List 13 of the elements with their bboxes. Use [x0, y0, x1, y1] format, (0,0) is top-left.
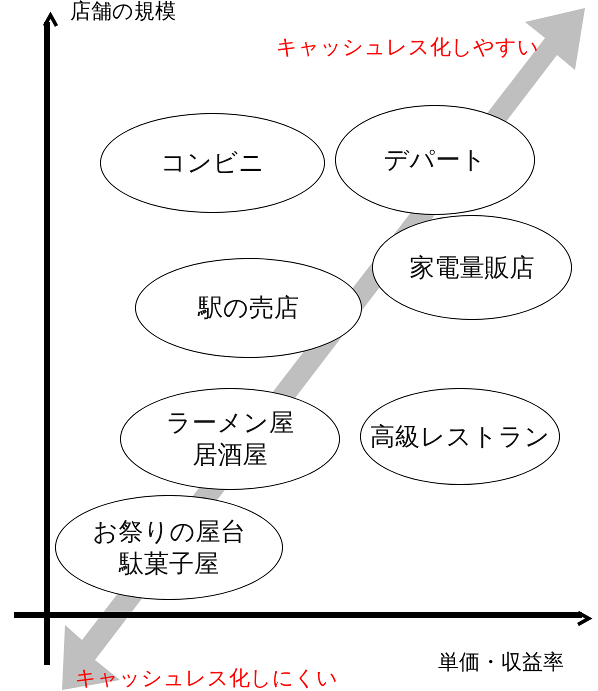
store-type-label: コンビニ	[160, 147, 264, 179]
store-type-label: デパート	[384, 144, 486, 176]
store-type-label: お祭りの屋台	[92, 516, 246, 548]
store-type-label: 家電量販店	[410, 252, 534, 284]
axis-title: 店舗の規模	[70, 0, 176, 25]
store-type-label: 駅の売店	[198, 292, 299, 324]
trend-note: キャッシュレス化しやすい	[276, 34, 539, 61]
store-type-label: 駄菓子屋	[119, 548, 219, 580]
trend-note: キャッシュレス化しにくい	[75, 665, 338, 691]
store-type-label: 高級レストラン	[370, 420, 550, 452]
store-type-label: 居酒屋	[192, 439, 268, 471]
axis-title: 単価・収益率	[438, 649, 564, 676]
store-type-label: ラーメン屋	[166, 407, 294, 439]
